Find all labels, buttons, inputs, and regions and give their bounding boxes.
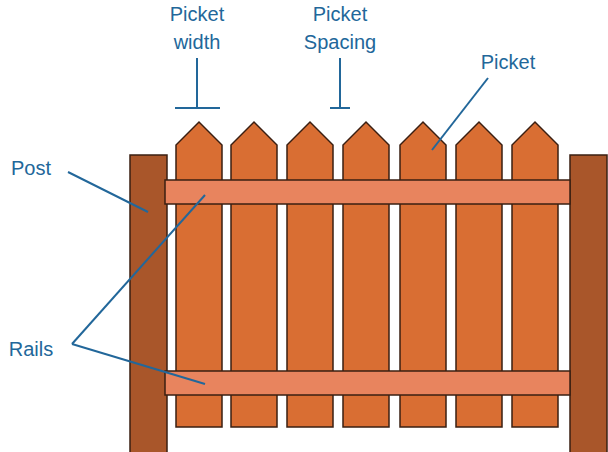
- leader-line: [432, 78, 488, 150]
- part-label: Picket Spacing: [292, 0, 388, 56]
- part-label: Post: [0, 154, 62, 182]
- left-post: [130, 155, 167, 452]
- part-label: Picket: [470, 48, 546, 76]
- part-label: Rails: [0, 335, 62, 363]
- part-label: Picket width: [152, 0, 242, 56]
- bottom-rail: [165, 371, 570, 395]
- leader-line: [72, 195, 205, 344]
- dimension-tick: [175, 107, 220, 109]
- leader-line: [196, 58, 198, 108]
- leader-line: [339, 58, 341, 108]
- leader-line: [68, 172, 148, 212]
- top-rail: [165, 180, 570, 204]
- dimension-tick: [330, 107, 350, 109]
- leader-line: [72, 344, 205, 384]
- right-post: [570, 155, 607, 452]
